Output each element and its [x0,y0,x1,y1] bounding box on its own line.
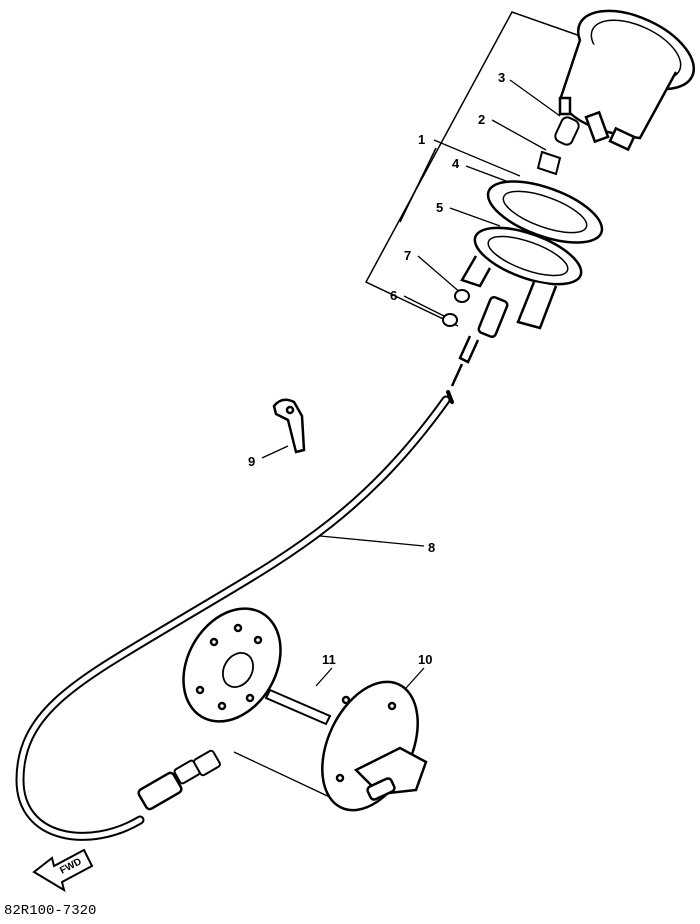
forward-arrow-icon: FWD [32,848,94,893]
meter-gear-unit [321,680,428,812]
callout-8: 8 [428,540,435,555]
cable-clamp [272,398,306,454]
leader-lines [233,79,561,801]
callout-6: 6 [390,288,397,303]
meter-bulb [536,116,580,176]
speedometer-cable [15,390,454,841]
callout-9: 9 [248,454,255,469]
callout-7: 7 [404,248,411,263]
nuts [442,289,470,327]
meter-case-rings [450,180,604,387]
callout-11: 11 [322,652,336,667]
callout-5: 5 [436,200,443,215]
callout-2: 2 [478,112,485,127]
diagram-code: 82R100-7320 [4,903,96,919]
callout-4: 4 [452,156,460,171]
drive-shaft [264,688,332,726]
speedometer-gauge [558,9,696,152]
assembly-bracket [364,11,587,327]
callout-1: 1 [418,132,425,147]
meter-clutch-disc [182,607,282,723]
callout-10: 10 [418,652,432,667]
callout-3: 3 [498,70,505,85]
